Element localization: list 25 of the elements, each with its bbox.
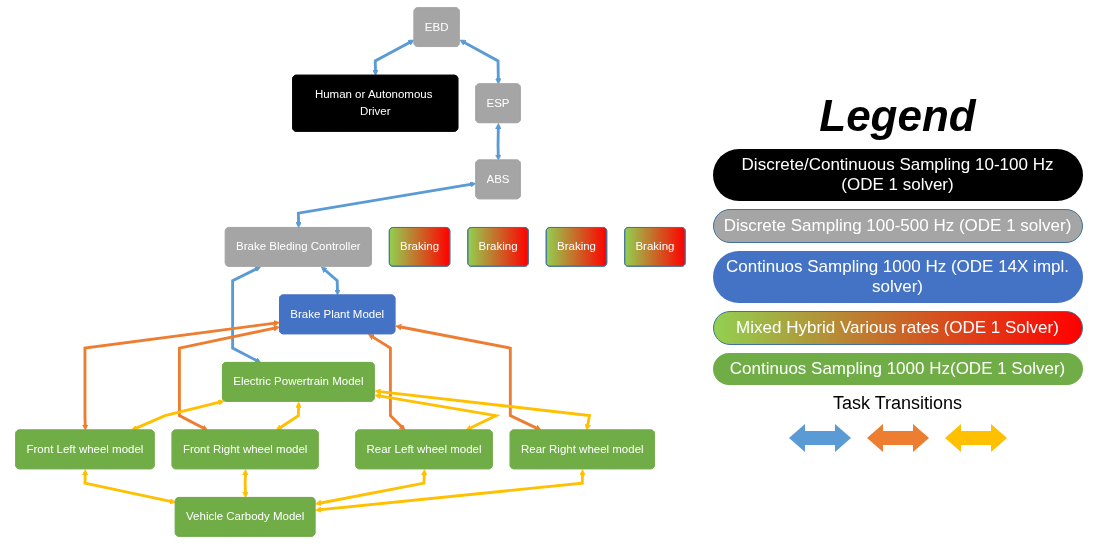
arrow bbox=[81, 469, 176, 505]
arrow bbox=[230, 266, 261, 364]
legend-swatch: Continuos Sampling 1000 Hz (ODE 14X impl. solver) bbox=[712, 250, 1083, 303]
arrow bbox=[371, 39, 414, 76]
arrow bbox=[494, 123, 501, 161]
legend-swatch: Discrete/Continuous Sampling 10-100 Hz (ODE 1 solver) bbox=[712, 148, 1083, 201]
arrow bbox=[320, 266, 341, 296]
legend-swatch: Continuos Sampling 1000 Hz(ODE 1 Solver) bbox=[712, 352, 1083, 385]
arrow bbox=[314, 469, 586, 513]
caption-text: Task Transitions bbox=[832, 392, 963, 414]
legend-heading: Legend bbox=[819, 90, 976, 141]
arrow bbox=[294, 181, 476, 229]
arrow bbox=[177, 325, 280, 431]
legend-swatch: Mixed Hybrid Various rates (ODE 1 Solver) bbox=[712, 310, 1083, 345]
legend-swatch: Discrete Sampling 100-500 Hz (ODE 1 solver) bbox=[712, 208, 1083, 243]
arrow bbox=[374, 388, 591, 431]
arrow bbox=[130, 399, 224, 431]
arrow bbox=[81, 320, 280, 431]
arrow bbox=[367, 333, 405, 431]
arrow bbox=[275, 401, 302, 431]
arrow bbox=[314, 469, 427, 507]
arrow bbox=[394, 324, 542, 431]
arrow bbox=[459, 39, 501, 85]
arrow bbox=[241, 469, 249, 499]
arrow bbox=[374, 393, 501, 431]
